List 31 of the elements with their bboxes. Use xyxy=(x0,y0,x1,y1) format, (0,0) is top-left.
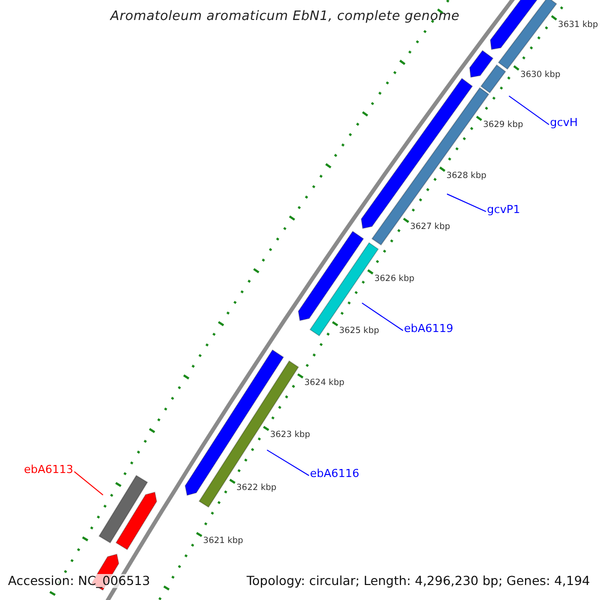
leader-line xyxy=(266,450,310,476)
leader-line xyxy=(362,302,404,332)
gene-label: ebA6113 xyxy=(24,464,74,477)
gene-label: gcvH xyxy=(550,117,578,130)
genome-summary: Topology: circular; Length: 4,296,230 bp; Genes: 4,194 xyxy=(246,574,590,588)
gene-feature xyxy=(115,492,158,550)
gene-label: ebA6116 xyxy=(310,468,360,481)
accession-note: Accession: NC_006513 xyxy=(8,574,150,588)
tick-label: 3627 kbp xyxy=(410,223,450,234)
tick-label: 3628 kbp xyxy=(446,172,486,182)
gene-feature xyxy=(490,0,540,50)
gene-feature xyxy=(298,230,364,322)
gene-label: gcvP1 xyxy=(487,204,520,217)
gene-feature xyxy=(469,50,494,78)
gene-label: ebA6119 xyxy=(404,323,454,336)
leader-line xyxy=(508,96,550,126)
tick-label: 3623 kbp xyxy=(270,431,310,442)
gene-feature xyxy=(498,0,558,70)
gene-feature xyxy=(98,474,148,544)
tick-label: 3624 kbp xyxy=(304,378,344,389)
tick-label: 3622 kbp xyxy=(236,484,276,494)
tick-label: 3621 kbp xyxy=(203,537,244,548)
tick-label: 3625 kbp xyxy=(339,326,380,336)
gene-feature xyxy=(360,78,473,229)
tick-label: 3626 kbp xyxy=(374,274,414,285)
leader-line xyxy=(446,194,486,212)
tick-label: 3629 kbp xyxy=(483,121,524,132)
leader-line xyxy=(74,471,104,496)
gene-feature xyxy=(480,64,506,94)
tick-label: 3631 kbp xyxy=(558,20,598,31)
tick-label: 3630 kbp xyxy=(520,70,560,81)
